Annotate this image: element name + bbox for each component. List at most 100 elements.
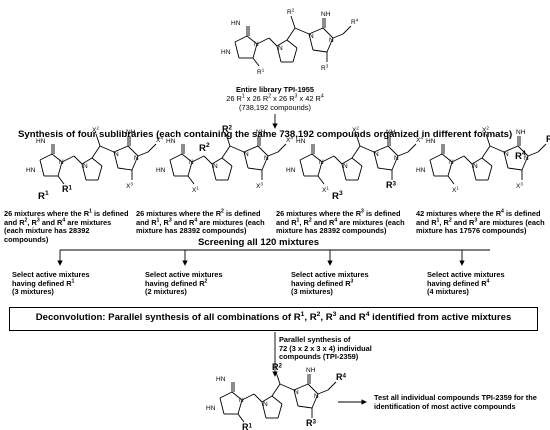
bond-line <box>286 39 298 49</box>
bond-line <box>243 145 259 153</box>
atom-label: R4 <box>351 18 359 27</box>
bond-line <box>471 163 477 181</box>
bond-line <box>463 155 473 165</box>
atom-label: R4 <box>546 134 550 144</box>
atom-label: R3 <box>386 180 397 190</box>
atom-label: N <box>473 163 478 170</box>
atom-label: X4 <box>286 136 293 145</box>
bond-line <box>407 143 417 153</box>
bond-line <box>127 145 139 157</box>
atom-label: NH <box>516 129 526 136</box>
synthesis-heading: Synthesis of four sublibraries (each con… <box>18 129 513 140</box>
atom-label: N <box>394 155 399 162</box>
bond-line <box>169 159 175 177</box>
bond-line <box>290 15 296 29</box>
bond-line <box>81 157 93 165</box>
bond-line <box>485 133 491 147</box>
bond-line <box>57 161 63 177</box>
deconvolution-text: Deconvolution: Parallel synthesis of all… <box>35 310 512 323</box>
bond-line <box>441 153 453 163</box>
bond-line <box>327 381 337 391</box>
bond-line <box>341 157 353 165</box>
bond-line <box>257 145 269 157</box>
bond-line <box>326 37 334 53</box>
atom-label: NH <box>126 129 136 136</box>
atom-label: R1 <box>257 68 265 77</box>
atom-label: R2 <box>287 8 295 17</box>
sublibrary-3-defined-r: R3 <box>332 189 343 202</box>
bond-line <box>256 37 270 45</box>
bond-line <box>355 133 361 147</box>
bond-line <box>241 393 255 401</box>
atom-label: N <box>263 401 268 408</box>
atom-label: X3 <box>256 182 263 191</box>
bond-line <box>261 401 267 419</box>
library-count: (738,192 compounds) <box>239 103 311 112</box>
library-label: Entire library TPI-1955 <box>235 85 315 94</box>
bond-line <box>231 391 243 401</box>
bond-line <box>253 393 263 403</box>
atom-label: N <box>239 397 244 404</box>
atom-label: N <box>254 41 259 48</box>
bond-line <box>481 145 491 159</box>
bond-line <box>169 153 183 161</box>
atom-label: N <box>83 163 88 170</box>
bond-line <box>246 35 258 45</box>
atom-label: N <box>213 163 218 170</box>
atom-label: HN <box>156 167 166 174</box>
bond-line <box>137 151 149 157</box>
bond-line <box>311 153 323 163</box>
atom-label: N <box>319 159 324 166</box>
bond-line <box>308 27 324 35</box>
bond-line <box>247 167 263 171</box>
sublibrary-1-defined-r: R1 <box>38 189 49 202</box>
atom-label: NH <box>256 129 266 136</box>
atom-label: N <box>314 393 319 400</box>
bond-line <box>39 153 53 161</box>
atom-label: HN <box>296 138 306 145</box>
bond-line <box>191 155 205 163</box>
atom-label: HN <box>166 138 176 145</box>
bond-line <box>229 145 245 153</box>
atom-label: HN <box>416 167 426 174</box>
bond-line <box>503 145 519 153</box>
atom-label: X1 <box>192 186 199 195</box>
atom-label: HN <box>221 49 231 56</box>
atom-label: N <box>309 33 314 40</box>
atom-label: HN <box>216 376 226 383</box>
bond-line <box>277 143 287 153</box>
bond-line <box>429 153 443 161</box>
bond-line <box>307 383 319 395</box>
bond-line <box>227 165 233 181</box>
selection-r4: Select active mixtures having defined R4… <box>427 270 505 297</box>
bond-line <box>99 145 115 153</box>
bond-line <box>271 395 283 405</box>
bond-line <box>489 145 505 153</box>
bond-line <box>181 153 193 163</box>
atom-label: N <box>374 151 379 158</box>
atom-label: N <box>134 155 139 162</box>
atom-label: R3 <box>321 64 329 73</box>
bond-line <box>471 157 483 165</box>
bond-line <box>297 405 313 409</box>
bond-line <box>252 57 260 67</box>
bond-line <box>537 143 547 153</box>
bond-line <box>487 165 493 181</box>
bond-line <box>377 167 393 171</box>
selection-r3: Select active mixtures having defined R3… <box>291 270 369 297</box>
bond-line <box>39 159 45 177</box>
bond-line <box>357 165 363 181</box>
atom-label: N <box>294 389 299 396</box>
bond-line <box>219 397 225 415</box>
bond-line <box>276 39 288 47</box>
screening-heading: Screening all 120 mixtures <box>198 237 320 248</box>
bond-line <box>293 389 299 407</box>
selection-r1: Select active mixtures having defined R1… <box>12 270 90 297</box>
bond-line <box>299 159 305 177</box>
bond-line <box>342 25 352 35</box>
bond-line <box>373 151 379 169</box>
sublibrary-3-description: 26 mixtures where the R3 is defined and … <box>276 208 405 236</box>
atom-label: HN <box>26 167 36 174</box>
atom-label: NH <box>306 367 316 374</box>
